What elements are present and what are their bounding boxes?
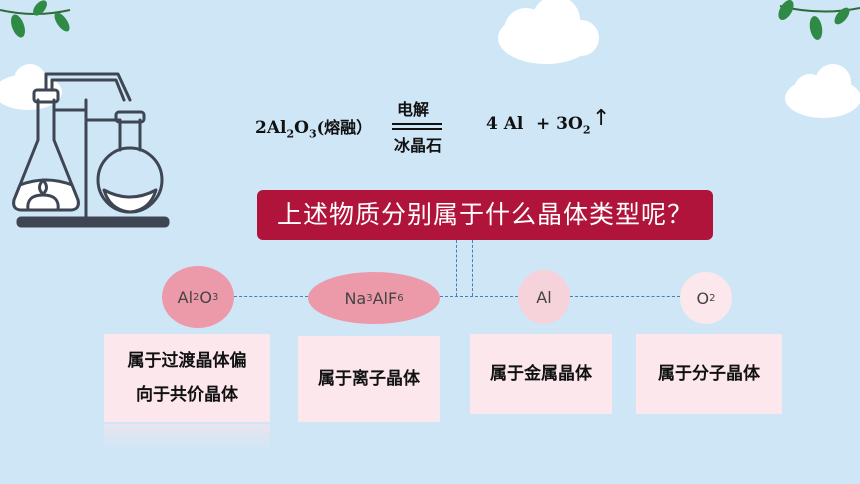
substance-al: Al: [518, 270, 570, 324]
leaf-branch-left-icon: [0, 0, 71, 38]
condition-electrolysis: 电解: [397, 100, 430, 119]
answer-na3alf6: 属于离子晶体: [298, 336, 440, 422]
equation-reactant: 2Al2O3(熔融）: [255, 118, 373, 141]
leaf-branch-right-icon: [778, 0, 860, 40]
cloud-top-right: [498, 0, 599, 64]
connector-line-2: [440, 296, 518, 297]
connector-line-1: [234, 296, 308, 297]
lab-apparatus-icon: [12, 72, 170, 228]
equation-bar-bottom: [392, 128, 442, 130]
equation-product-o2: + 3O2: [536, 114, 591, 137]
answer-al2o3: 属于过渡晶体偏向于共价晶体: [104, 334, 270, 422]
answer-al2o3-reflection: [104, 424, 270, 450]
connector-vertical-1: [456, 240, 457, 296]
equation-product-al: 4 Al: [486, 114, 524, 134]
gas-arrow-icon: ↑: [592, 106, 611, 131]
connector-line-3: [570, 296, 680, 297]
condition-cryolite: 冰晶石: [394, 136, 443, 155]
answer-al: 属于金属晶体: [470, 334, 612, 414]
answer-o2: 属于分子晶体: [636, 334, 782, 414]
equation-bar-top: [392, 123, 442, 125]
question-banner: 上述物质分别属于什么晶体类型呢？: [257, 190, 713, 240]
connector-vertical-2: [472, 240, 473, 296]
cloud-right: [785, 64, 860, 118]
